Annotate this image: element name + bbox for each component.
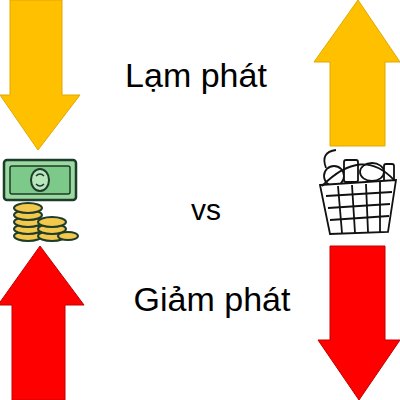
arrow-up-orange [314, 0, 400, 146]
arrow-down-red [318, 246, 400, 400]
arrow-up-red [0, 246, 84, 400]
versus-label: vs [191, 193, 221, 228]
inflation-label: Lạm phát [125, 56, 267, 95]
basket-icon [320, 150, 396, 234]
deflation-label: Giảm phát [134, 280, 291, 319]
money-icon [4, 160, 78, 241]
arrow-down-orange [0, 0, 80, 150]
